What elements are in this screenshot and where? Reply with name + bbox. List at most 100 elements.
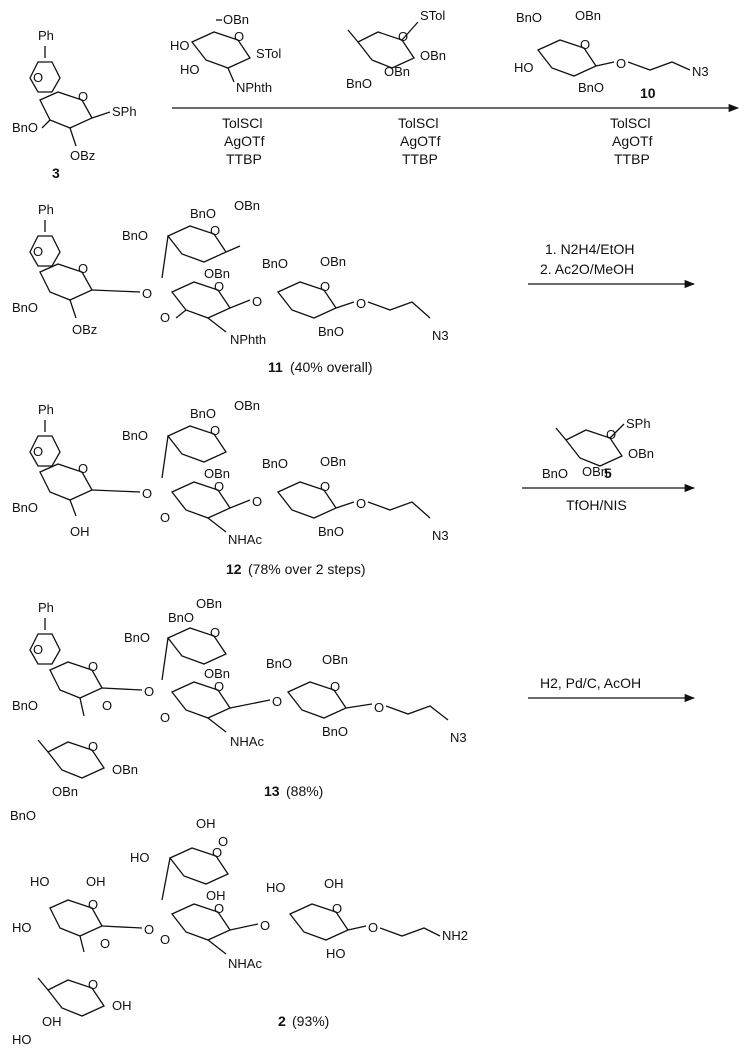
svg-text:OBn: OBn (204, 266, 230, 281)
svg-text:O: O (374, 700, 384, 715)
compound-11-structure: Ph O O BnO OBz O BnO OBn BnO O OBn O O N… (12, 198, 449, 347)
svg-text:HO: HO (12, 920, 32, 935)
svg-text:O: O (332, 901, 342, 916)
svg-text:O: O (616, 56, 626, 71)
label-n3: N3 (450, 730, 467, 745)
svg-text:BnO: BnO (266, 656, 292, 671)
compound-4-structure: OBn O HO HO STol NPhth 4 (170, 0, 281, 95)
label-ho2: HO (180, 62, 200, 77)
label-nphth: NPhth (236, 80, 272, 95)
label-bno: BnO (12, 300, 38, 315)
reagent-hydrazine: 1. N2H4/EtOH (545, 241, 634, 257)
svg-text:O: O (78, 261, 88, 276)
compound-number-12: 12 (226, 561, 242, 577)
label-ph: Ph (38, 600, 54, 615)
svg-text:OH: OH (324, 876, 344, 891)
reagent-agotf: AgOTf (224, 133, 265, 149)
label-sph: SPh (112, 104, 137, 119)
compound-number-2: 2 (278, 1013, 286, 1029)
label-obz: OBz (70, 148, 95, 163)
svg-text:O: O (160, 710, 170, 725)
label-obn2: OBn (384, 64, 410, 79)
reagent-tolscl: TolSCl (398, 115, 438, 131)
svg-text:O: O (260, 918, 270, 933)
svg-text:BnO: BnO (262, 456, 288, 471)
label-bno2: BnO (190, 206, 216, 221)
svg-text:O: O (210, 223, 220, 238)
label-bno: BnO (542, 466, 568, 481)
svg-text:O: O (33, 642, 43, 657)
label-bno: BnO (516, 10, 542, 25)
compound-number-4: 4 (222, 0, 230, 3)
svg-text:OH: OH (42, 1014, 62, 1029)
svg-text:O: O (210, 625, 220, 640)
label-oh: OH (70, 524, 90, 539)
svg-text:O: O (218, 834, 228, 849)
svg-text:OBn: OBn (320, 454, 346, 469)
svg-text:O: O (160, 310, 170, 325)
compound-number-11: 11 (268, 359, 283, 375)
compound-10-structure: BnO OBn O HO BnO O N3 10 (514, 8, 709, 101)
svg-text:OH: OH (196, 816, 216, 831)
svg-text:O: O (210, 423, 220, 438)
svg-text:O: O (606, 427, 616, 442)
label-stol: STol (256, 46, 281, 61)
reagent-tolscl: TolSCl (610, 115, 650, 131)
label-obn: OBn (420, 48, 446, 63)
svg-text:O: O (144, 922, 154, 937)
reagent-ttbp: TTBP (614, 151, 650, 167)
yield-12: (78% over 2 steps) (248, 561, 366, 577)
label-ph: Ph (38, 28, 54, 43)
svg-text:O: O (272, 694, 282, 709)
svg-text:BnO: BnO (122, 428, 148, 443)
label-obn: OBn (223, 12, 249, 27)
label-nphth: NPhth (230, 332, 266, 347)
label-bno2: BnO (578, 80, 604, 95)
svg-text:OBn: OBn (52, 784, 78, 799)
reagent-acetic-anhydride: 2. Ac2O/MeOH (540, 261, 634, 277)
svg-text:O: O (88, 659, 98, 674)
label-ph: Ph (38, 402, 54, 417)
compound-number-13: 13 (264, 783, 280, 799)
label-nhac: NHAc (230, 734, 264, 749)
reagents-step-b: TolSCl AgOTf TTBP (398, 115, 441, 167)
yield-2: (93%) (292, 1013, 329, 1029)
svg-text:BnO: BnO (318, 324, 344, 339)
compound-number-5: 5 (398, 0, 406, 3)
compound-5-reagent-structure: O SPh OBn OBn BnO 5 (542, 416, 654, 481)
svg-text:O: O (88, 739, 98, 754)
svg-text:BnO: BnO (262, 256, 288, 271)
label-ho: HO (130, 850, 150, 865)
svg-text:O: O (33, 244, 43, 259)
svg-text:O: O (88, 977, 98, 992)
svg-text:OBn: OBn (320, 254, 346, 269)
label-ho1: HO (170, 38, 190, 53)
label-n3: N3 (432, 328, 449, 343)
svg-text:OBn: OBn (196, 596, 222, 611)
svg-text:O: O (330, 679, 340, 694)
label-n3: N3 (692, 64, 709, 79)
svg-text:O: O (144, 684, 154, 699)
label-nhac: NHAc (228, 956, 262, 971)
label-bno: BnO (346, 76, 372, 91)
label-bno3: BnO (122, 228, 148, 243)
label-obn: OBn (112, 762, 138, 777)
compound-12-structure: Ph O O BnO OH O BnO OBn BnO O OBn O O NH… (12, 398, 449, 547)
svg-text:OBn: OBn (204, 466, 230, 481)
label-stol: STol (420, 8, 445, 23)
svg-text:O: O (33, 70, 43, 85)
label-obn: OBn (575, 8, 601, 23)
svg-text:BnO: BnO (318, 524, 344, 539)
svg-text:OH: OH (86, 874, 106, 889)
svg-text:BnO: BnO (322, 724, 348, 739)
svg-text:O: O (234, 29, 244, 44)
svg-text:OBn: OBn (234, 398, 260, 413)
label-sph: SPh (626, 416, 651, 431)
label-nh2: NH2 (442, 928, 468, 943)
svg-text:O: O (88, 897, 98, 912)
svg-text:O: O (398, 29, 408, 44)
svg-text:O: O (142, 486, 152, 501)
svg-text:O: O (78, 461, 88, 476)
svg-text:O: O (33, 444, 43, 459)
svg-text:O: O (252, 294, 262, 309)
